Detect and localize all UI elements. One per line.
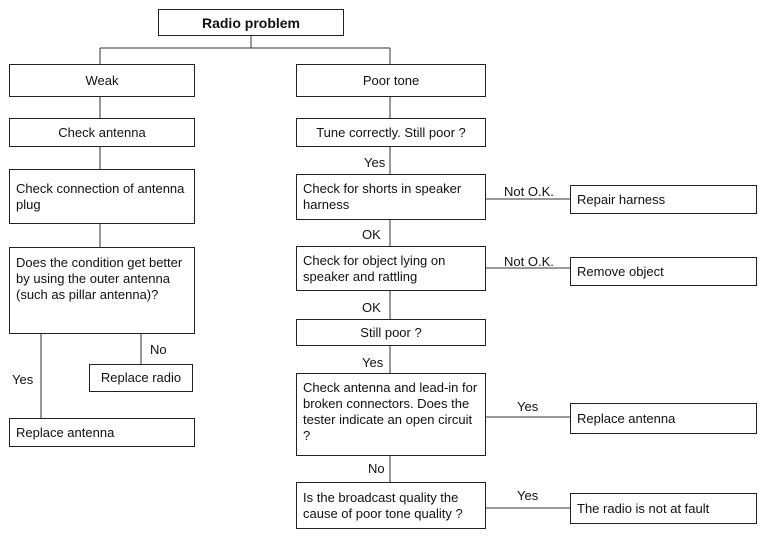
not-ok-label: Not O.K. bbox=[504, 254, 554, 269]
check-antenna-step: Check antenna bbox=[9, 118, 195, 147]
yes-label: Yes bbox=[12, 372, 34, 387]
flowchart-title: Radio problem bbox=[158, 9, 344, 36]
yes-label: Yes bbox=[517, 488, 539, 503]
not-at-fault-result: The radio is not at fault bbox=[570, 493, 757, 524]
object-on-speaker-step: Check for object lying on speaker and ra… bbox=[296, 246, 486, 291]
broadcast-quality-question: Is the broadcast quality the cause of po… bbox=[296, 482, 486, 529]
yes-label: Yes bbox=[517, 399, 539, 414]
ok-label: OK bbox=[362, 300, 381, 315]
tune-correctly-step: Tune correctly. Still poor ? bbox=[296, 118, 486, 147]
poor-tone-header: Poor tone bbox=[296, 64, 486, 97]
ok-label: OK bbox=[362, 227, 381, 242]
replace-antenna-result: Replace antenna bbox=[570, 403, 757, 434]
outer-antenna-question: Does the condition get better by using t… bbox=[9, 247, 195, 334]
replace-radio-result: Replace radio bbox=[89, 364, 193, 392]
replace-antenna-result: Replace antenna bbox=[9, 418, 195, 447]
no-label: No bbox=[368, 461, 385, 476]
still-poor-step: Still poor ? bbox=[296, 319, 486, 346]
weak-header: Weak bbox=[9, 64, 195, 97]
check-lead-in-step: Check antenna and lead-in for broken con… bbox=[296, 373, 486, 456]
yes-label: Yes bbox=[364, 155, 386, 170]
not-ok-label: Not O.K. bbox=[504, 184, 554, 199]
yes-label: Yes bbox=[362, 355, 384, 370]
speaker-harness-step: Check for shorts in speaker harness bbox=[296, 174, 486, 220]
repair-harness-result: Repair harness bbox=[570, 185, 757, 214]
no-label: No bbox=[150, 342, 167, 357]
remove-object-result: Remove object bbox=[570, 257, 757, 286]
check-antenna-plug-step: Check connection of antenna plug bbox=[9, 169, 195, 224]
